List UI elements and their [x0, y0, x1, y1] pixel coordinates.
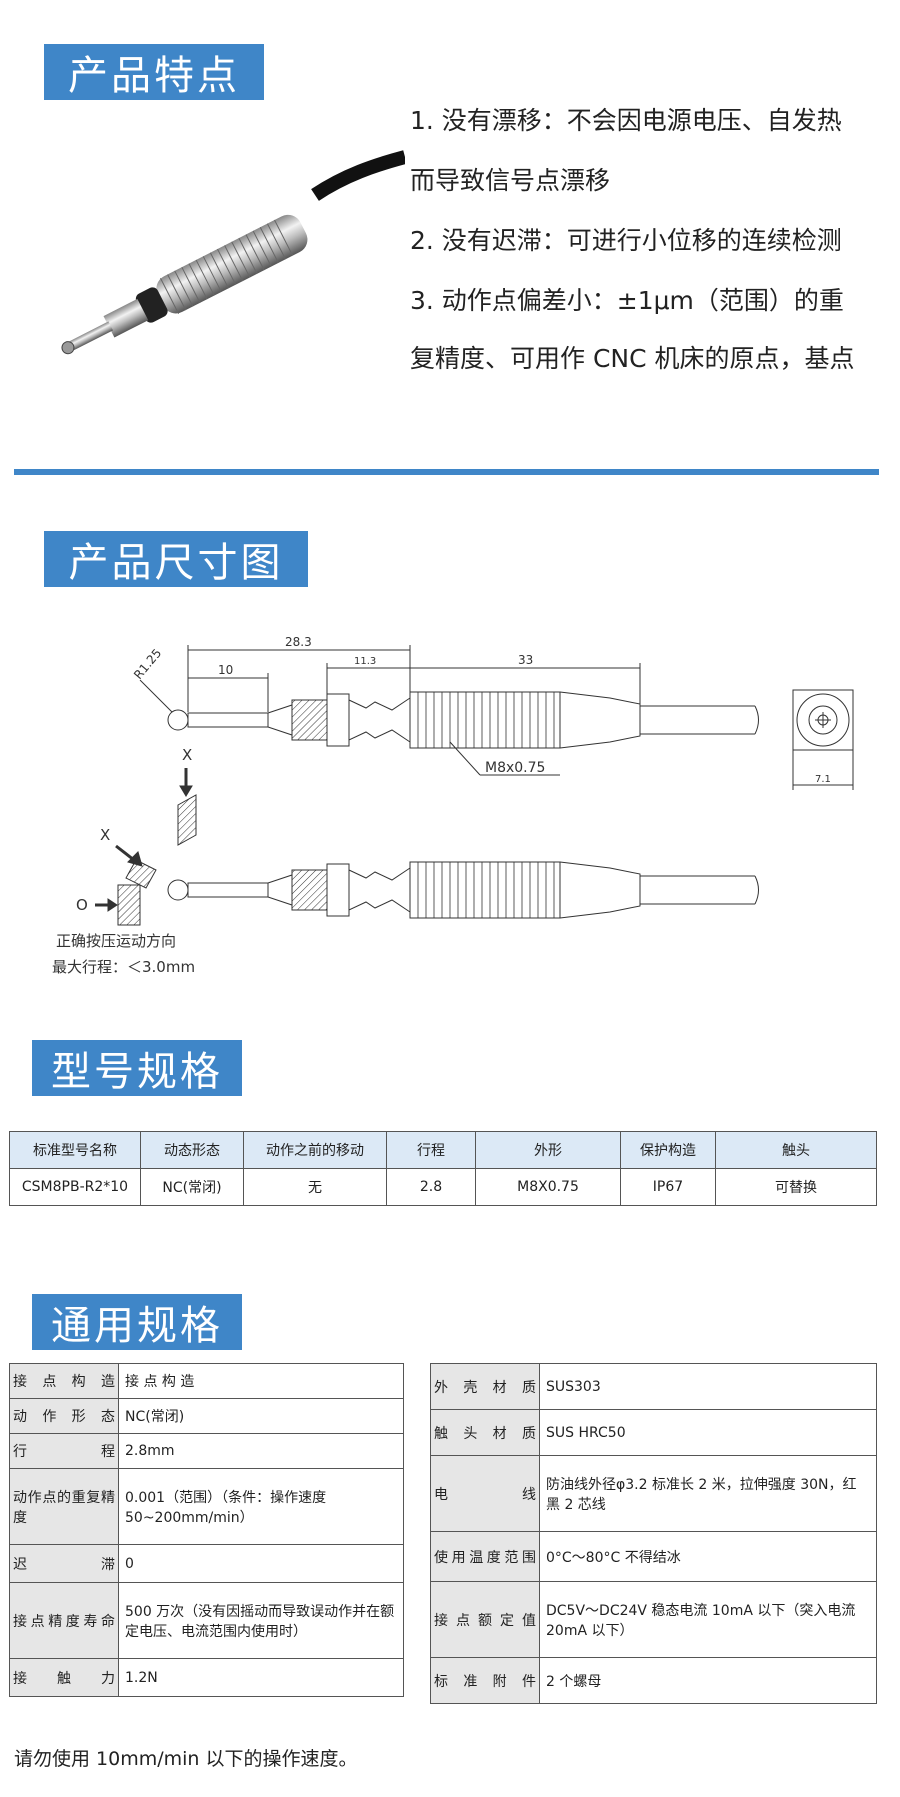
thread-top	[409, 691, 561, 749]
thread-bottom	[409, 861, 561, 919]
spec-right-key: 标准附件	[430, 1657, 540, 1704]
table-row: 电线防油线外径φ3.2 标准长 2 米，拉伸强度 30N，红黑 2 芯线	[430, 1455, 877, 1532]
model-cell-form: NC(常闭)	[140, 1168, 244, 1206]
probe-shaft	[69, 321, 114, 351]
spec-right-value: 防油线外径φ3.2 标准长 2 米，拉伸强度 30N，红黑 2 芯线	[539, 1455, 877, 1532]
spec-left-key: 行程	[9, 1433, 119, 1469]
model-header-pretravel: 动作之前的移动	[243, 1131, 387, 1169]
model-header-shape: 外形	[475, 1131, 621, 1169]
spec-left-value: NC(常闭)	[118, 1398, 404, 1434]
shaft-top	[187, 712, 269, 728]
dimension-drawing: 28.3 10 11.3 33 R1.25 M8x0.75 7.1 X X O	[76, 635, 854, 926]
spec-right-value: 0°C～80°C 不得结冰	[539, 1531, 877, 1582]
feature-line-3: 2. 没有迟滞：可进行小位移的连续检测	[410, 226, 842, 255]
section-divider	[14, 469, 879, 475]
press-block-side	[117, 884, 141, 926]
spec-right-key: 外壳材质	[430, 1363, 540, 1410]
spec-right-key: 电线	[430, 1455, 540, 1532]
spec-left-key: 动作点的重复精度	[9, 1468, 119, 1545]
spec-left-value: 2.8mm	[118, 1433, 404, 1469]
feature-line-1: 1. 没有漂移：不会因电源电压、自发热	[410, 106, 842, 135]
sensor-body	[156, 214, 308, 314]
caption-direction: 正确按压运动方向	[56, 932, 177, 950]
spec-left-key: 接点精度寿命	[9, 1582, 119, 1659]
spec-left-value: 接 点 构 造	[118, 1363, 404, 1399]
spec-right-value: SUS303	[539, 1363, 877, 1410]
section-title-dimensions: 产品尺寸图	[44, 531, 308, 587]
spec-right-value: DC5V～DC24V 稳态电流 10mA 以下（突入电流 20mA 以下）	[539, 1581, 877, 1658]
spec-left-value: 1.2N	[118, 1658, 404, 1697]
spec-left-key: 接触力	[9, 1658, 119, 1697]
model-cell-name: CSM8PB-R2*10	[9, 1168, 141, 1206]
dim-total: 28.3	[285, 635, 312, 649]
feature-line-2: 而导致信号点漂移	[410, 166, 611, 195]
feature-line-5: 复精度、可用作 CNC 机床的原点，基点	[410, 344, 855, 373]
model-cell-protection: IP67	[620, 1168, 716, 1206]
model-table-header: 标准型号名称 动态形态 动作之前的移动 行程 外形 保护构造 触头	[9, 1131, 877, 1169]
model-header-form: 动态形态	[140, 1131, 244, 1169]
dir-label-x-top: X	[182, 746, 192, 764]
dim-collar: 11.3	[354, 656, 376, 667]
dim-tip: 10	[218, 663, 233, 677]
press-block-angled	[125, 859, 157, 889]
model-header-stroke: 行程	[386, 1131, 476, 1169]
section-title-model: 型号规格	[32, 1040, 242, 1096]
spec-left-key: 接点构造	[9, 1363, 119, 1399]
spec-right-key: 触头材质	[430, 1409, 540, 1456]
model-cell-contact: 可替换	[715, 1168, 877, 1206]
spec-left-key: 动作形态	[9, 1398, 119, 1434]
model-header-contact: 触头	[715, 1131, 877, 1169]
spec-left-key: 迟滞	[9, 1544, 119, 1583]
model-cell-stroke: 2.8	[386, 1168, 476, 1206]
probe-tip	[61, 341, 75, 355]
model-cell-shape: M8X0.75	[475, 1168, 621, 1206]
model-header-protection: 保护构造	[620, 1131, 716, 1169]
spec-right-key: 接点额定值	[430, 1581, 540, 1658]
table-row: 接点构造接 点 构 造	[9, 1363, 404, 1399]
usage-note: 请勿使用 10mm/min 以下的操作速度。	[14, 1748, 358, 1770]
model-cell-pretravel: 无	[243, 1168, 387, 1206]
spec-left-value: 0	[118, 1544, 404, 1583]
knurled-collar	[103, 298, 149, 338]
dim-radius: R1.25	[131, 646, 164, 682]
spec-right-value: SUS HRC50	[539, 1409, 877, 1456]
spec-left-value: 500 万次（没有因摇动而导致误动作并在额定电压、电流范围内使用时）	[118, 1582, 404, 1659]
spec-left-value: 0.001（范围）（条件：操作速度 50~200mm/min）	[118, 1468, 404, 1545]
spec-right-key: 使用温度范围	[430, 1531, 540, 1582]
dim-width: 7.1	[815, 774, 831, 785]
knurl-top	[291, 699, 328, 741]
product-photo	[61, 150, 405, 355]
table-row: CSM8PB-R2*10 NC(常闭) 无 2.8 M8X0.75 IP67 可…	[9, 1168, 877, 1206]
model-table: 标准型号名称 动态形态 动作之前的移动 行程 外形 保护构造 触头 CSM8PB…	[9, 1131, 877, 1206]
feature-line-4: 3. 动作点偏差小：±1μm（范围）的重	[410, 286, 844, 315]
ball-tip-top	[167, 709, 189, 731]
section-title-general: 通用规格	[32, 1294, 242, 1350]
spec-right-value: 2 个螺母	[539, 1657, 877, 1704]
model-header-name: 标准型号名称	[9, 1131, 141, 1169]
caption-stroke: 最大行程：＜3.0mm	[52, 958, 196, 976]
cable	[311, 150, 405, 201]
press-block-top	[177, 794, 197, 846]
dir-label-x-side: X	[100, 826, 110, 844]
section-title-features: 产品特点	[44, 44, 264, 100]
thread-spec: M8x0.75	[485, 760, 545, 776]
dim-thread: 33	[518, 653, 533, 667]
dir-label-o: O	[76, 896, 88, 914]
end-view-hex	[792, 689, 854, 751]
